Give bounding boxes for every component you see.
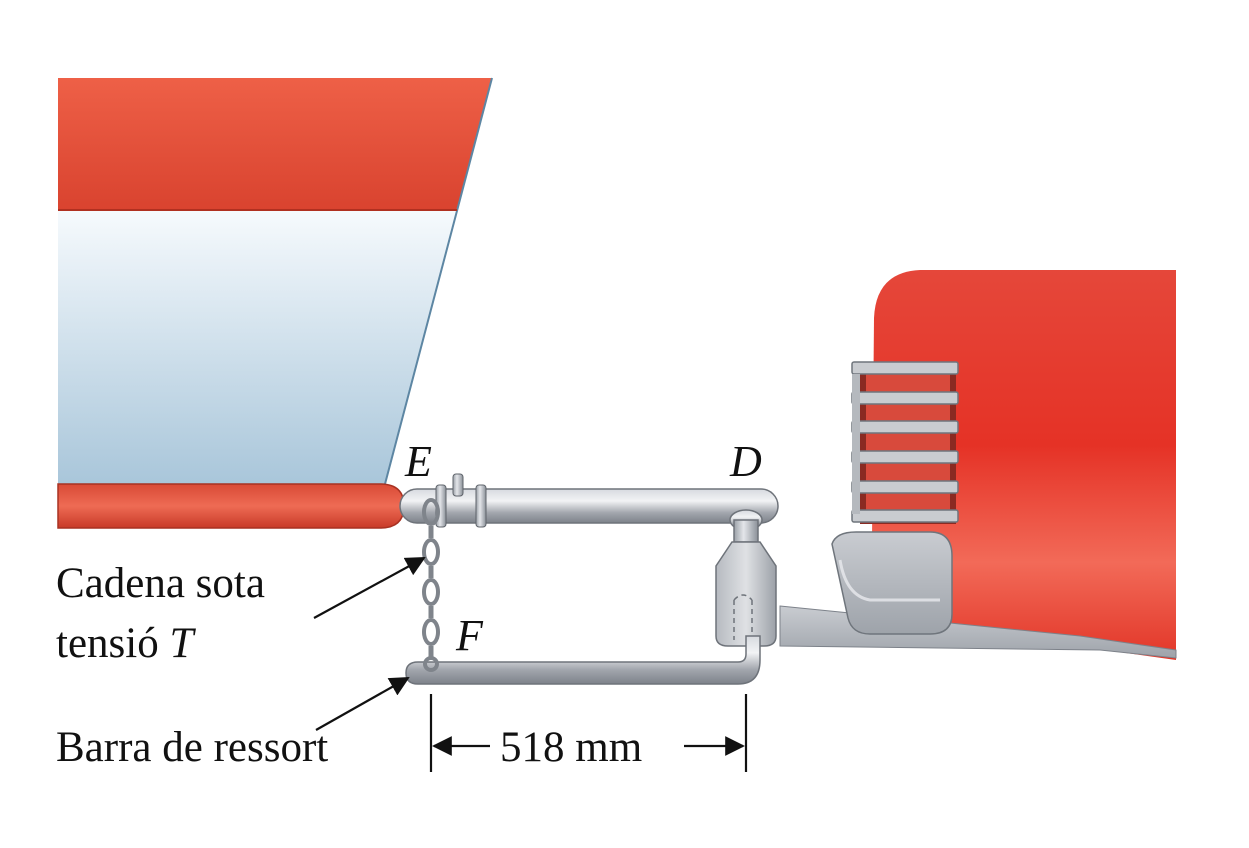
upper-bar [399,488,779,524]
tractor-hitch-plate [831,531,953,635]
chain [422,498,440,672]
chain-label-line1: Cadena sota [56,560,265,607]
point-label-d: D [730,437,762,486]
spring-bar-leader-arrow [315,677,410,731]
collar-right [475,484,487,528]
chain-label-line2: tensió T [56,622,193,665]
point-label-e: E [405,437,432,486]
tension-symbol: T [169,620,194,667]
tractor [779,270,1180,660]
annotations [313,557,748,772]
pivot-housing [715,541,777,647]
chain-leader-arrow [313,557,426,619]
trailer-bumper [57,483,405,529]
dimension-label: 518 mm [500,724,643,771]
chain-label-tension: tensió [56,620,159,667]
hitch-mechanism [399,473,779,685]
pivot-neck [733,519,759,543]
tractor-grille [851,361,959,524]
trailer [57,77,493,529]
trailer-glass-panel [58,210,457,484]
latch-pin [452,473,464,497]
trailer-top-band [58,78,492,210]
spring-bar-label: Barra de ressort [56,724,329,771]
spring-bar [405,635,761,685]
point-label-f: F [456,611,483,660]
